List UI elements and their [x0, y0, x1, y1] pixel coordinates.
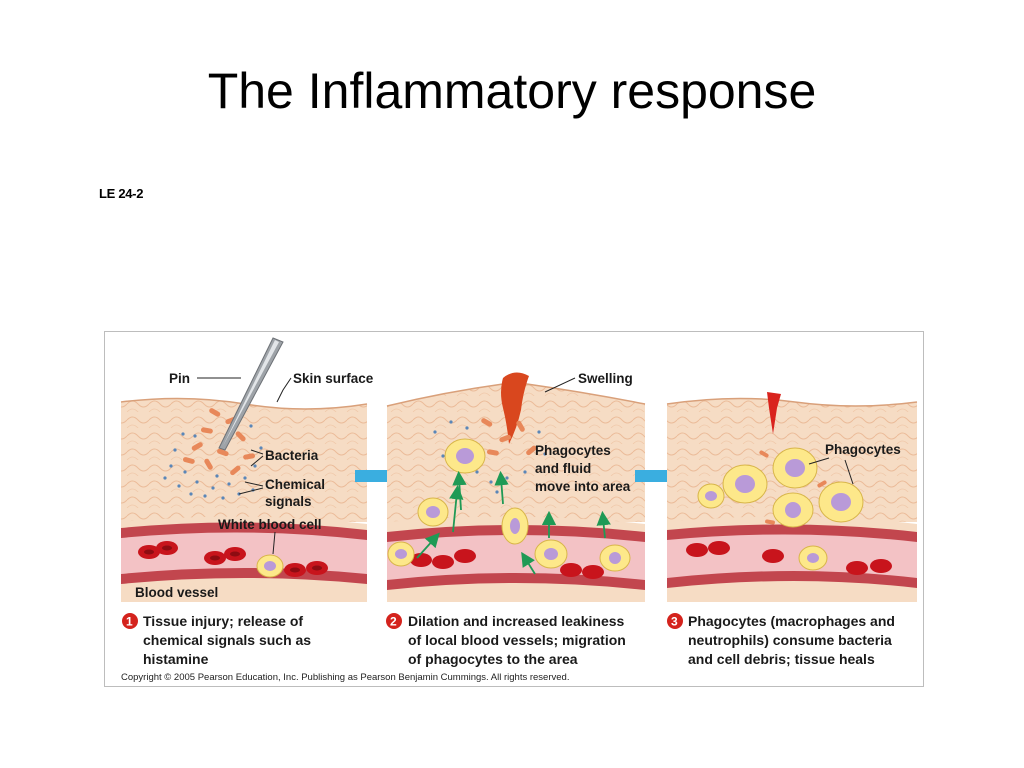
label-chemical-signals-line2: signals — [265, 494, 312, 509]
figure-code: LE 24-2 — [99, 186, 144, 201]
step-3-line-1: Phagocytes (macrophages and — [688, 613, 895, 629]
step-1-caption: 1 Tissue injury; release of chemical sig… — [122, 613, 311, 667]
white-blood-cell — [256, 554, 284, 578]
red-blood-cells-2 — [410, 549, 604, 579]
step-2-caption: 2 Dilation and increased leakiness of lo… — [386, 613, 626, 667]
chemical-signal-dots-2 — [433, 420, 547, 494]
step-3-line-3: and cell debris; tissue heals — [688, 651, 875, 667]
bacteria-2 — [481, 418, 537, 456]
label-phagocytes-fluid-line1: Phagocytes — [535, 443, 611, 458]
chemical-signal-dots — [163, 424, 263, 500]
cell-debris — [759, 450, 827, 525]
step-2-line-3: of phagocytes to the area — [408, 651, 578, 667]
red-blood-cells-3 — [686, 541, 892, 575]
step-3-number: 3 — [671, 615, 678, 629]
red-blood-cell-centers — [144, 545, 322, 573]
label-phagocytes: Phagocytes — [825, 442, 901, 457]
copyright-notice: Copyright © 2005 Pearson Education, Inc.… — [121, 672, 569, 683]
label-skin-surface: Skin surface — [293, 371, 374, 386]
label-chemical-signals-line1: Chemical — [265, 477, 325, 492]
panel-3-healing: Phagocytes — [666, 392, 918, 602]
slide-title: The Inflammatory response — [207, 63, 817, 119]
label-pin: Pin — [169, 371, 190, 386]
pin — [218, 337, 284, 451]
skin-tissue — [120, 397, 368, 522]
step-1-number: 1 — [126, 615, 133, 629]
step-1-line-3: histamine — [143, 651, 209, 667]
phagocytes-3 — [697, 447, 864, 571]
step-2-line-1: Dilation and increased leakiness — [408, 613, 625, 629]
panel-1-leader-lines — [197, 377, 292, 555]
label-white-blood-cell: White blood cell — [218, 517, 322, 532]
label-blood-vessel: Blood vessel — [135, 585, 218, 600]
label-bacteria: Bacteria — [265, 448, 319, 463]
healing-wound — [767, 392, 781, 434]
inflammatory-response-figure: Pin Skin surface Bacteria Chemical signa… — [104, 331, 924, 687]
phagocytes-2 — [387, 438, 631, 572]
label-phagocytes-fluid-line3: move into area — [535, 479, 631, 494]
panel-1-tissue-injury: Pin Skin surface Bacteria Chemical signa… — [120, 337, 374, 602]
panel-3-leader-lines — [808, 457, 854, 485]
step-2-number: 2 — [390, 615, 397, 629]
step-3-line-2: neutrophils) consume bacteria — [688, 632, 892, 648]
step-3-caption: 3 Phagocytes (macrophages and neutrophil… — [667, 613, 895, 667]
panel-2-dilation: Swelling Phagocytes and fluid move into … — [386, 371, 646, 602]
label-phagocytes-fluid-line2: and fluid — [535, 461, 591, 476]
step-1-line-1: Tissue injury; release of — [143, 613, 303, 629]
swelling-wound — [501, 372, 529, 444]
step-1-line-2: chemical signals such as — [143, 632, 311, 648]
migration-arrows — [416, 470, 611, 575]
panel-2-leader-lines — [544, 377, 576, 393]
step-2-line-2: of local blood vessels; migration — [408, 632, 626, 648]
label-swelling: Swelling — [578, 371, 633, 386]
